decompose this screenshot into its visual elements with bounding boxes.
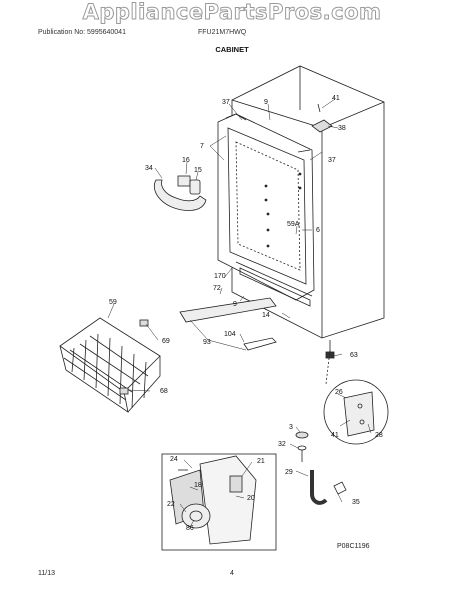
section-title: CABINET <box>215 45 249 54</box>
callout-9b: 9 <box>233 301 237 308</box>
callout-21: 21 <box>257 458 265 465</box>
callout-41: 41 <box>332 95 340 102</box>
callout-93: 93 <box>203 339 211 346</box>
callout-72: 72 <box>213 285 221 292</box>
watermark-logo: AppliancePartsPros.com <box>82 0 382 25</box>
callout-20: 20 <box>247 495 255 502</box>
foot-assembly <box>295 431 309 462</box>
callout-68: 68 <box>160 388 168 395</box>
callout-34: 34 <box>145 165 153 172</box>
callout-14: 14 <box>262 312 270 319</box>
footer-date: 11/13 <box>38 570 55 577</box>
toe-grille <box>179 297 277 351</box>
callout-6: 6 <box>316 227 320 234</box>
callout-59a: 59A <box>287 221 300 228</box>
door-handle <box>154 175 207 211</box>
callout-170: 170 <box>214 273 226 280</box>
callout-63: 63 <box>350 352 358 359</box>
callout-37: 37 <box>222 99 230 106</box>
page-number: 4 <box>230 570 234 577</box>
callout-69: 69 <box>162 338 170 345</box>
publication-number: Publication No: 5995640041 <box>38 29 126 36</box>
callout-86: 86 <box>186 525 194 532</box>
callout-32: 32 <box>278 441 286 448</box>
callout-41b: 41 <box>331 432 339 439</box>
callout-labels: 37 9 41 38 7 37 16 15 34 59A 6 170 72 9 … <box>109 95 383 532</box>
figure-code: P08C1196 <box>337 543 370 550</box>
top-hinge <box>311 103 333 133</box>
callout-104: 104 <box>224 331 236 338</box>
callout-18: 18 <box>194 482 202 489</box>
callout-24: 24 <box>170 456 178 463</box>
callout-29: 29 <box>285 469 293 476</box>
light-box-detail <box>161 453 277 551</box>
callout-3: 3 <box>289 424 293 431</box>
callout-37b: 37 <box>328 157 336 164</box>
callout-16: 16 <box>182 157 190 164</box>
callout-38: 38 <box>338 125 346 132</box>
callout-22: 22 <box>167 501 175 508</box>
callout-7: 7 <box>200 143 204 150</box>
cabinet-body <box>217 65 385 339</box>
callout-35: 35 <box>352 499 360 506</box>
callout-59: 59 <box>109 299 117 306</box>
callout-9: 9 <box>264 99 268 106</box>
leveling-leg <box>325 340 335 359</box>
drain-tube <box>310 470 347 505</box>
wire-basket <box>59 317 161 413</box>
callout-26: 26 <box>335 389 343 396</box>
model-number: FFU21M7HWQ <box>198 29 247 36</box>
callout-28: 28 <box>375 432 383 439</box>
hinge-detail-circle <box>323 349 389 445</box>
exploded-parts-diagram: 37 9 41 38 7 37 16 15 34 59A 6 170 72 9 … <box>59 65 389 551</box>
callout-15: 15 <box>194 167 202 174</box>
